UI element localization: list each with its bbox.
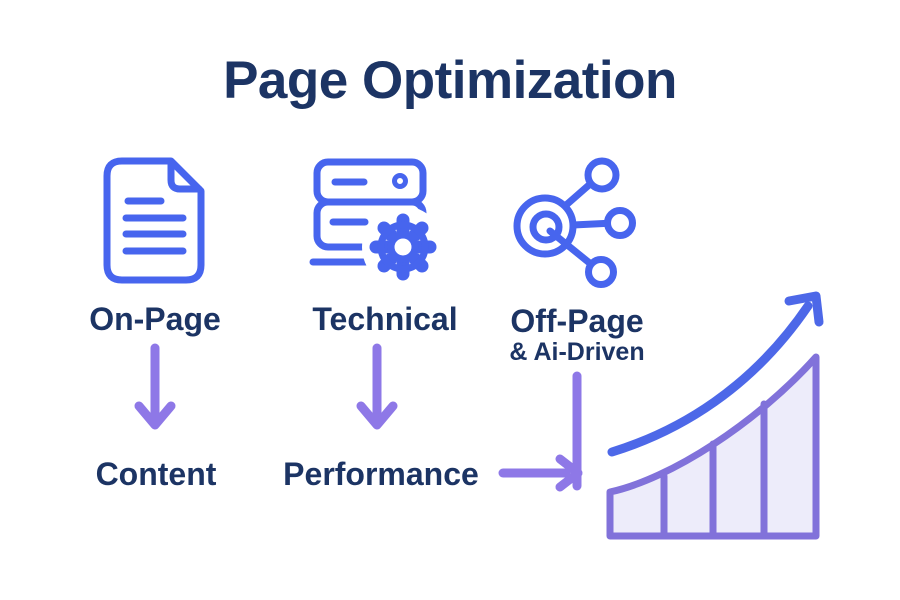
rising-arrow-icon (607, 291, 824, 457)
share-network-icon (513, 157, 636, 288)
growth-chart (606, 291, 824, 540)
server-gear-icon (309, 158, 444, 288)
label-ai-driven: & Ai-Driven (509, 338, 645, 366)
gear-icon (362, 206, 444, 288)
label-technical: Technical (312, 301, 458, 337)
down-arrow-technical (356, 343, 398, 430)
performance-right-arrow (498, 454, 583, 492)
label-content: Content (95, 456, 217, 492)
label-off-page: Off-Page (510, 303, 644, 339)
label-on-page: On-Page (89, 301, 221, 337)
label-performance: Performance (283, 456, 479, 492)
down-arrow-on-page (134, 343, 176, 430)
page-title: Page Optimization (223, 51, 677, 110)
document-icon (103, 157, 205, 284)
